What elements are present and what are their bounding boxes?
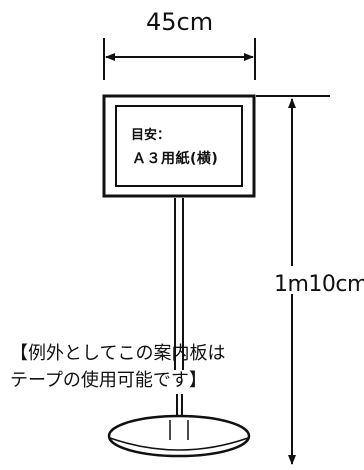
note-line1: 【例外としてこの案内板は: [10, 343, 226, 364]
note-line2: テープの使用可能です】: [10, 370, 207, 391]
exception-note: 【例外としてこの案内板は テープの使用可能です】: [10, 340, 225, 394]
height-label: 1m10cm: [274, 272, 364, 297]
stand-base: [107, 414, 251, 458]
board-text-line2: Ａ３用紙(横): [132, 151, 219, 167]
board-frame-outer: [102, 94, 256, 198]
board-text-line1: 目安：: [131, 128, 171, 143]
stand-pole: [174, 198, 184, 420]
sign-board: [102, 94, 256, 198]
board-frame-inner: [115, 105, 243, 187]
height-dimension: [256, 95, 330, 465]
width-label: 45cm: [146, 8, 214, 36]
width-dimension: [103, 38, 256, 80]
